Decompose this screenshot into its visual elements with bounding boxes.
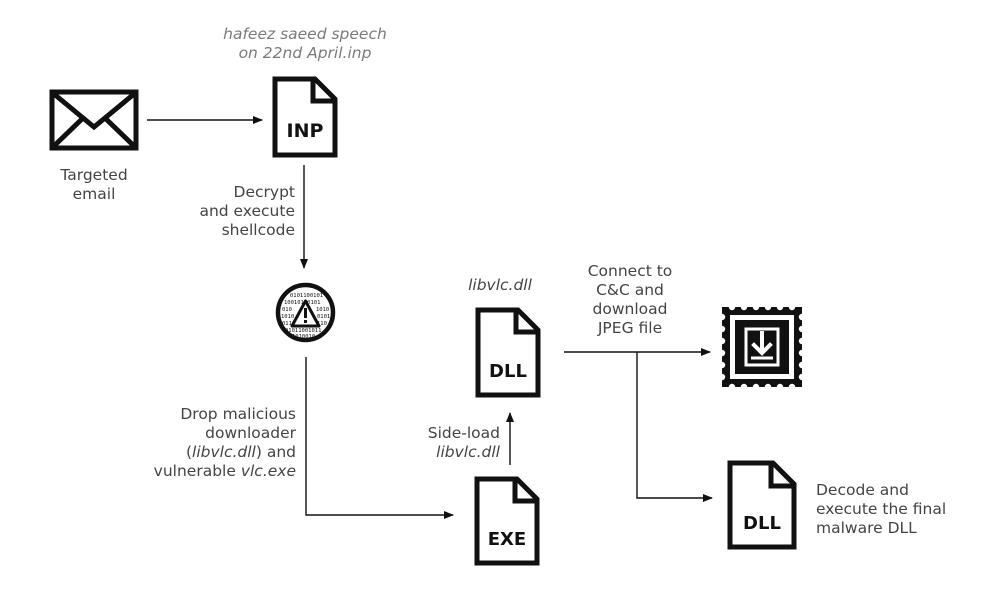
svg-text:0101100101: 0101100101 — [290, 293, 323, 299]
drop-step-line2: downloader — [205, 424, 296, 442]
svg-text:010: 010 — [282, 307, 292, 313]
exe-badge: EXE — [487, 529, 527, 550]
sideload-step-label: Side-load libvlc.dll — [380, 424, 500, 462]
input-file-name-line1: hafeez saeed speech — [223, 25, 387, 43]
decrypt-step-label: Decrypt and execute shellcode — [170, 183, 295, 240]
svg-text:10010110101: 10010110101 — [284, 300, 320, 306]
sideload-step-line2: libvlc.dll — [436, 443, 500, 461]
arrow-shellcode-to-exe — [305, 357, 454, 519]
dll-badge: DLL — [489, 361, 527, 382]
final-step-label: Decode and execute the final malware DLL — [816, 481, 991, 538]
inp-badge: INP — [286, 120, 324, 142]
svg-text:110: 110 — [317, 321, 327, 327]
drop-step-line3-open: ( — [185, 443, 193, 461]
email-label-line2: email — [72, 185, 116, 203]
decrypt-step-line2: and execute — [199, 202, 295, 220]
arrow-to-final-dll — [636, 352, 713, 502]
sideload-step-line1: Side-load — [427, 424, 500, 442]
svg-text:01011001011: 01011001011 — [285, 328, 321, 334]
drop-step-line3-italic: libvlc.dll — [192, 443, 256, 461]
final-step-line3: malware DLL — [816, 519, 917, 537]
drop-step-line3-rest: ) and — [255, 443, 296, 461]
envelope-icon — [49, 89, 139, 151]
svg-text:1010: 1010 — [316, 307, 329, 313]
drop-step-label: Drop malicious downloader (libvlc.dll) a… — [100, 405, 296, 481]
connect-step-line1: Connect to — [587, 262, 673, 280]
inp-document-icon — [272, 76, 338, 158]
connect-step-line3: download — [592, 300, 668, 318]
dll-document-icon — [475, 307, 541, 398]
svg-text:1010010: 1010010 — [292, 334, 315, 340]
email-label-line1: Targeted — [60, 166, 128, 184]
input-file-name-line2: on 22nd April.inp — [238, 44, 372, 62]
drop-step-line1: Drop malicious — [180, 405, 296, 423]
final-step-line2: execute the final — [816, 500, 947, 518]
connect-step-line4: JPEG file — [597, 319, 663, 337]
decrypt-step-line1: Decrypt — [233, 183, 295, 201]
decrypt-step-line3: shellcode — [221, 221, 295, 239]
final-dll-badge: DLL — [743, 513, 781, 534]
stamp-download-icon — [722, 307, 802, 387]
email-label: Targeted email — [44, 166, 144, 204]
drop-step-line4: vulnerable vlc.exe — [100, 462, 296, 481]
svg-text:0110: 0110 — [282, 321, 295, 327]
drop-step-line4-plain: vulnerable — [153, 462, 241, 480]
input-file-name: hafeez saeed speech on 22nd April.inp — [200, 25, 410, 63]
drop-step-line3: (libvlc.dll) and — [100, 443, 296, 462]
connect-step-label: Connect to C&C and download JPEG file — [570, 262, 690, 338]
drop-step-line4-italic: vlc.exe — [240, 462, 296, 480]
final-step-line1: Decode and — [816, 481, 909, 499]
connect-step-line2: C&C and — [596, 281, 664, 299]
final-dll-document-icon — [727, 460, 797, 550]
dll-file-name: libvlc.dll — [468, 276, 532, 294]
svg-text:0101: 0101 — [317, 314, 330, 320]
exe-document-icon — [474, 476, 540, 566]
svg-text:1010: 1010 — [281, 314, 294, 320]
